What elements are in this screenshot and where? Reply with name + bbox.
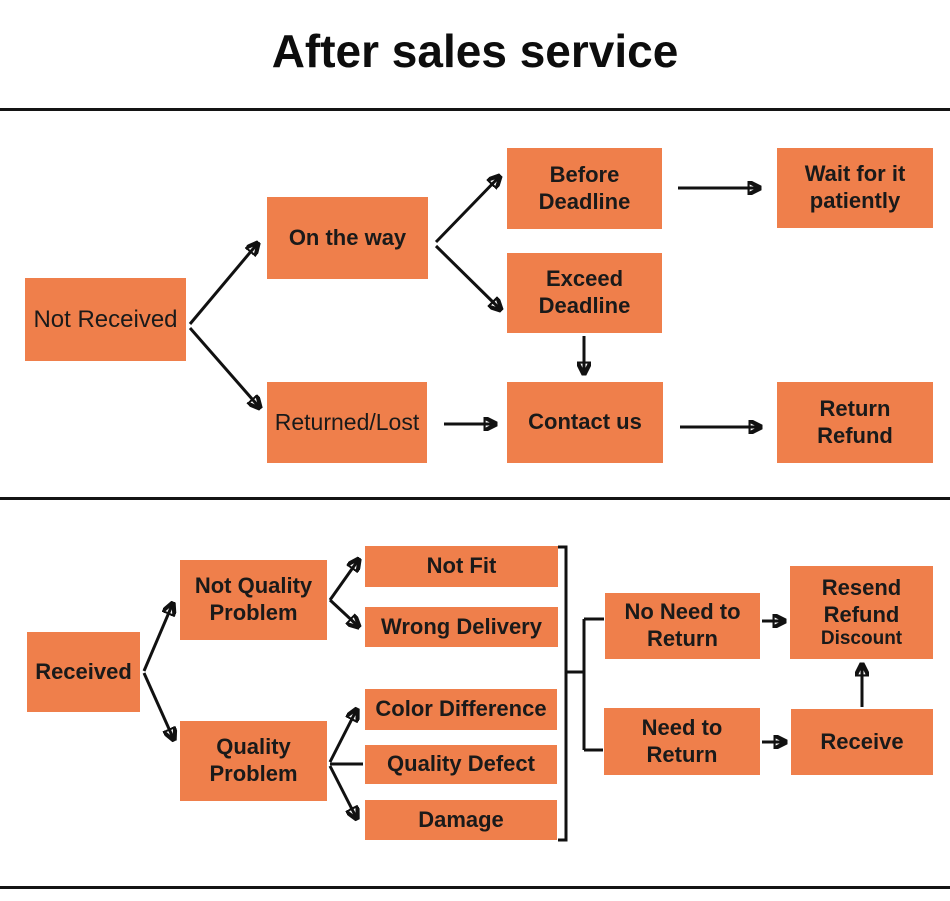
bracket-connector (558, 545, 604, 842)
arrow-nqp-to-not-fit (328, 559, 359, 601)
node-wrong-delivery-label: Wrong Delivery (381, 613, 542, 639)
node-wait-patiently-label: Wait for it patiently (804, 161, 906, 213)
page-title: After sales service (271, 25, 679, 77)
node-not-quality-problem-label: Not Quality Problem (194, 573, 313, 625)
node-exceed-deadline-label: Exceed Deadline (538, 266, 631, 318)
node-damage: Damage (365, 800, 557, 840)
node-quality-defect: Quality Defect (365, 745, 557, 784)
node-resend-refund-label: Resend Refund (821, 574, 902, 627)
node-returned-lost: Returned/Lost (267, 382, 427, 463)
arrow-not-received-to-returned-lost (188, 327, 260, 408)
arrow-qp-to-color-difference (328, 709, 357, 763)
node-no-need-to-return: No Need to Return (605, 593, 760, 659)
node-contact-us-label: Contact us (528, 409, 642, 435)
arrow-on-the-way-to-before-deadline (434, 176, 500, 244)
node-quality-problem-label: Quality Problem (209, 734, 298, 786)
node-color-difference: Color Difference (365, 689, 557, 730)
node-receive-label: Receive (820, 728, 904, 754)
node-not-fit-label: Not Fit (426, 553, 497, 579)
node-not-fit: Not Fit (365, 546, 558, 587)
node-no-need-to-return-label: No Need to Return (624, 599, 741, 651)
node-before-deadline-label: Before Deadline (538, 161, 631, 214)
node-not-quality-problem: Not Quality Problem (180, 560, 327, 640)
divider-bottom (0, 886, 950, 889)
arrow-received-to-quality-problem (142, 672, 174, 740)
node-color-difference-label: Color Difference (375, 696, 547, 722)
node-on-the-way: On the way (267, 197, 428, 279)
node-wait-patiently: Wait for it patiently (777, 148, 933, 228)
arrow-qp-to-damage (328, 765, 357, 819)
node-contact-us: Contact us (507, 382, 663, 463)
node-quality-defect-label: Quality Defect (387, 751, 535, 777)
node-return-refund: Return Refund (777, 382, 933, 463)
node-discount-label: Discount (820, 628, 903, 650)
node-resend-refund-discount: Resend Refund Discount (790, 566, 933, 659)
arrow-nqp-to-wrong-delivery (328, 598, 359, 627)
divider-top (0, 108, 950, 111)
arrow-on-the-way-to-exceed-deadline (434, 244, 501, 310)
node-not-received: Not Received (25, 278, 186, 361)
node-quality-problem: Quality Problem (180, 721, 327, 801)
arrow-received-to-not-quality-problem (142, 603, 173, 672)
node-returned-lost-label: Returned/Lost (274, 409, 420, 436)
node-before-deadline: Before Deadline (507, 148, 662, 229)
node-return-refund-label: Return Refund (817, 395, 893, 448)
node-exceed-deadline: Exceed Deadline (507, 253, 662, 333)
node-need-to-return-label: Need to Return (641, 714, 723, 767)
node-received-label: Received (35, 658, 132, 684)
node-received: Received (27, 632, 140, 712)
arrow-not-received-to-on-the-way (188, 243, 258, 325)
node-on-the-way-label: On the way (288, 224, 407, 250)
node-need-to-return: Need to Return (604, 708, 760, 775)
node-damage-label: Damage (418, 806, 504, 832)
divider-middle (0, 497, 950, 500)
node-receive: Receive (791, 709, 933, 775)
node-not-received-label: Not Received (33, 305, 178, 333)
node-wrong-delivery: Wrong Delivery (365, 607, 558, 647)
